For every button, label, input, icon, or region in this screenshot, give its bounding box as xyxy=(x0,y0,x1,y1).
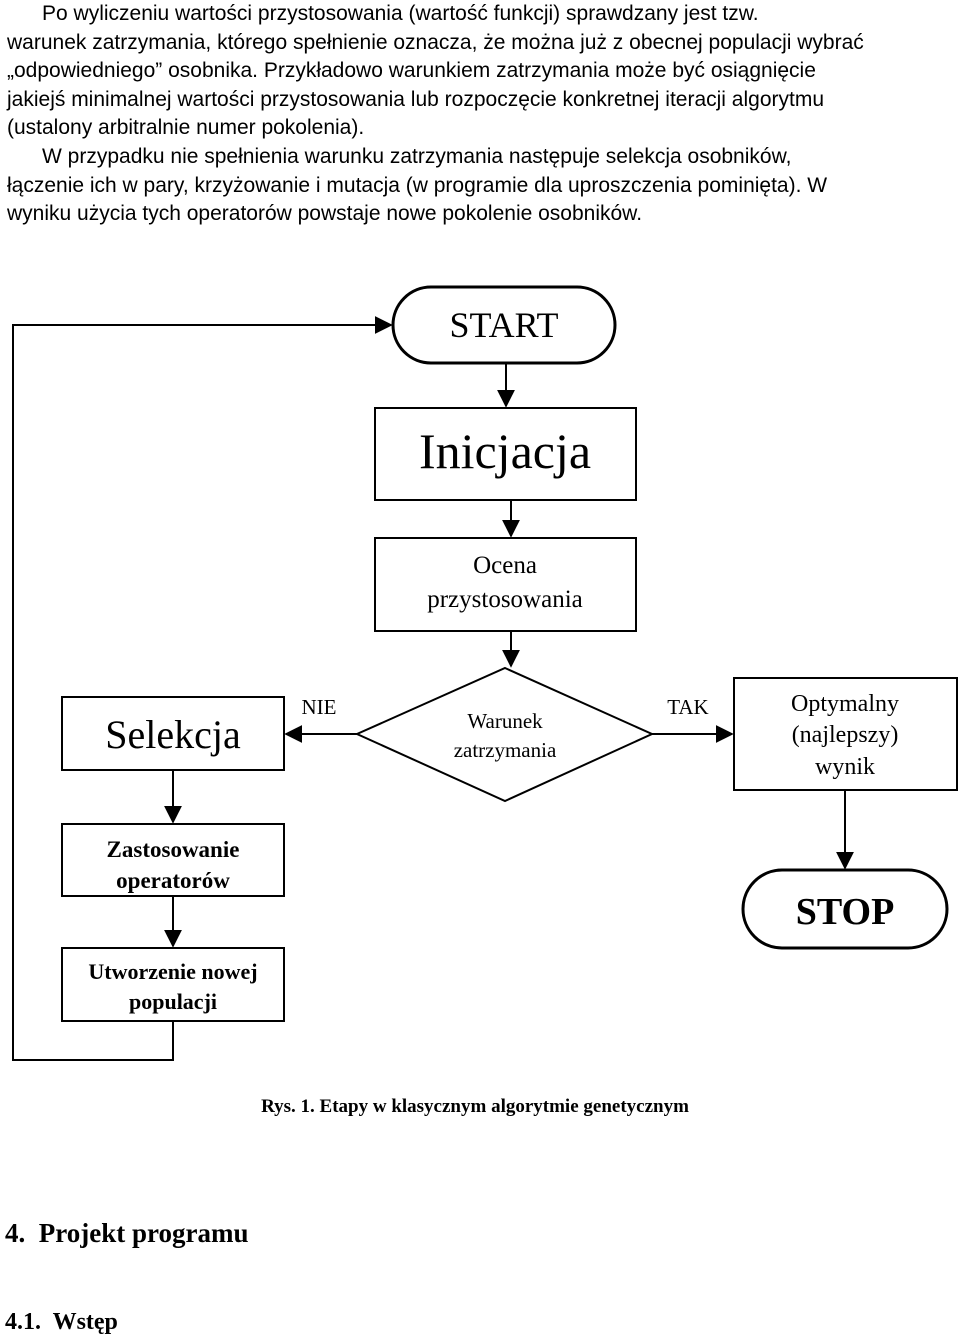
newpop-label-line2: populacji xyxy=(129,989,217,1014)
evaluation-box: Ocena przystosowania xyxy=(374,537,637,632)
operators-box: Zastosowanie operatorów xyxy=(61,823,285,897)
text-line: łączenie ich w pary, krzyżowanie i mutac… xyxy=(7,173,828,197)
optimal-result-box: Optymalny (najlepszy) wynik xyxy=(733,677,958,791)
figure-caption: Rys. 1. Etapy w klasycznym algorytmie ge… xyxy=(261,1096,689,1117)
text-line: (ustalony arbitralnie numer pokolenia). xyxy=(7,116,365,140)
optimal-label-line2: (najlepszy) xyxy=(792,722,899,748)
condition-label-line2: zatrzymania xyxy=(454,738,557,762)
paragraph-selection: W przypadku nie spełnienia warunku zatrz… xyxy=(7,143,955,229)
text-line: W przypadku nie spełnienia warunku zatrz… xyxy=(7,145,792,168)
start-label: START xyxy=(450,305,559,345)
newpop-label-line1: Utworzenie nowej xyxy=(88,959,257,984)
subsection-heading: 4.1. Wstęp xyxy=(5,1309,118,1335)
selection-box: Selekcja xyxy=(61,696,285,771)
stop-terminal: STOP xyxy=(741,868,949,950)
text-line: „odpowiedniego” osobnika. Przykładowo wa… xyxy=(7,59,816,83)
arrow-loop-back-to-start xyxy=(12,316,393,1061)
text-line: Po wyliczeniu wartości przystosowania (w… xyxy=(7,2,759,25)
optimal-label-line1: Optymalny xyxy=(791,691,899,717)
stop-label: STOP xyxy=(796,891,895,933)
init-box: Inicjacja xyxy=(374,407,637,501)
selection-label: Selekcja xyxy=(105,712,241,757)
yes-label: TAK xyxy=(667,695,708,719)
optimal-label-line3: wynik xyxy=(815,754,875,780)
new-population-box: Utworzenie nowej populacji xyxy=(61,947,285,1022)
text-line: wyniku użycia tych operatorów powstaje n… xyxy=(7,202,643,226)
no-label: NIE xyxy=(302,695,337,719)
text-line: warunek zatrzymania, którego spełnienie … xyxy=(7,30,864,54)
condition-diamond: Warunek zatrzymania xyxy=(354,666,655,803)
paragraph-stop-condition: Po wyliczeniu wartości przystosowania (w… xyxy=(7,0,955,143)
section-heading: 4. Projekt programu xyxy=(5,1218,249,1248)
operators-label-line2: operatorów xyxy=(116,868,230,893)
operators-label-line1: Zastosowanie xyxy=(107,837,240,862)
init-label: Inicjacja xyxy=(419,423,591,479)
evaluation-label-line2: przystosowania xyxy=(427,586,583,613)
text-line: jakiejś minimalnej wartości przystosowan… xyxy=(7,87,825,111)
evaluation-label-line1: Ocena xyxy=(473,552,537,579)
start-terminal: START xyxy=(391,285,617,365)
condition-label-line1: Warunek xyxy=(467,709,543,733)
